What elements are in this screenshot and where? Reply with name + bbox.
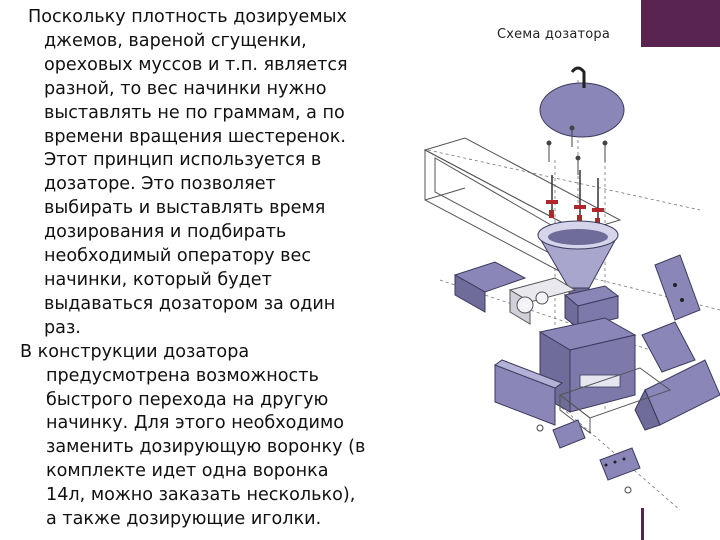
- paragraph-dosing-principle: Поскольку плотность дозируемых джемов, в…: [28, 7, 348, 338]
- dispenser-exploded-diagram: [423, 66, 720, 511]
- left-bracket: [453, 261, 527, 313]
- gear-housing: [508, 277, 577, 325]
- front-cover: [634, 359, 720, 431]
- bottom-frame: [558, 367, 672, 435]
- control-panel: [641, 254, 701, 373]
- cover-disc: [539, 66, 625, 138]
- paragraph-quick-change: В конструкции дозатора предусмотрена воз…: [20, 341, 366, 530]
- accent-line: [641, 508, 644, 540]
- accent-bar: [641, 0, 720, 47]
- dosing-needles: [546, 170, 604, 226]
- connector-blocks: [536, 419, 641, 494]
- side-panel: [493, 359, 564, 426]
- diagram-caption: Схема дозатора: [497, 27, 611, 42]
- body-text: Поскольку плотность дозируемых джемов, в…: [20, 6, 412, 532]
- mounting-screws: [546, 125, 608, 175]
